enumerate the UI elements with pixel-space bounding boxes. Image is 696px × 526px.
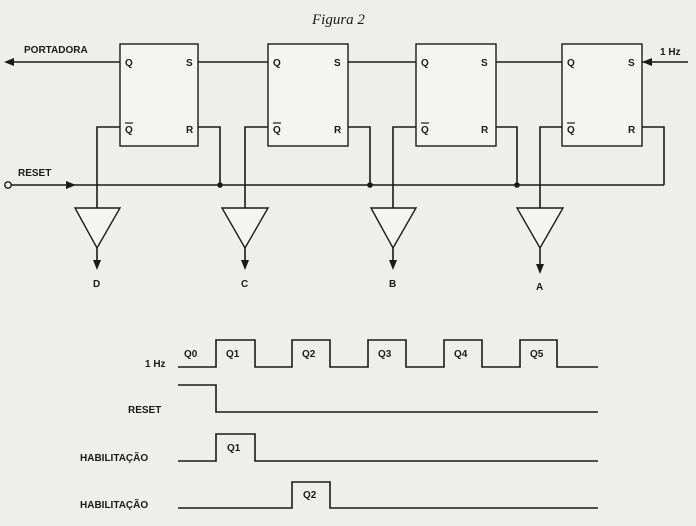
clock-label: 1 Hz [660,47,681,58]
flipflop-4: Q S Q R [561,43,643,147]
carrier-arrow [4,58,14,66]
svg-text:Q: Q [421,58,429,69]
output-a-label: A [536,282,543,293]
svg-text:R: R [334,125,342,136]
enable1-pulse-label: Q1 [227,443,241,454]
flipflop-3: Q S Q R [415,43,497,147]
flipflop-1: Q S Q R [119,43,199,147]
state-q4: Q4 [454,349,468,360]
svg-text:S: S [186,58,193,69]
carrier-label: PORTADORA [24,45,88,56]
svg-text:Q: Q [567,58,575,69]
junction-dot [367,182,373,188]
state-q5: Q5 [530,349,544,360]
svg-text:Q: Q [125,125,133,136]
svg-text:Q: Q [273,58,281,69]
output-b-label: B [389,279,396,290]
enable2-waveform [178,481,598,509]
svg-text:Q: Q [125,58,133,69]
state-q1: Q1 [226,349,240,360]
svg-text:S: S [628,58,635,69]
flipflop-2: Q S Q R [267,43,349,147]
state-q3: Q3 [378,349,392,360]
svg-text:R: R [186,125,194,136]
svg-text:Q: Q [567,125,575,136]
svg-text:R: R [628,125,636,136]
reset-label: RESET [18,168,51,179]
buffer-a [515,207,565,274]
svg-text:Q: Q [421,125,429,136]
figure-title: Figura 2 [311,12,365,28]
clock-waveform [178,339,598,368]
state-q2: Q2 [302,349,316,360]
svg-text:S: S [481,58,488,69]
enable1-waveform [178,433,598,462]
junction-dot [514,182,520,188]
reset-arrow [66,181,76,189]
svg-text:S: S [334,58,341,69]
output-d-label: D [93,279,100,290]
svg-text:R: R [481,125,489,136]
reset-waveform [178,384,598,413]
buffer-d [73,207,122,270]
timing-clock-label: 1 Hz [145,359,166,370]
junction-dot [217,182,223,188]
svg-text:Q: Q [273,125,281,136]
buffer-c [220,207,270,270]
timing-reset-label: RESET [128,405,161,416]
output-c-label: C [241,279,248,290]
state-q0: Q0 [184,349,198,360]
timing-enable2-label: HABILITAÇÃO [80,498,148,511]
clock-arrow [642,58,652,66]
enable2-pulse-label: Q2 [303,490,317,501]
timing-enable1-label: HABILITAÇÃO [80,451,148,464]
reset-terminal [4,181,12,189]
buffer-b [369,207,418,270]
